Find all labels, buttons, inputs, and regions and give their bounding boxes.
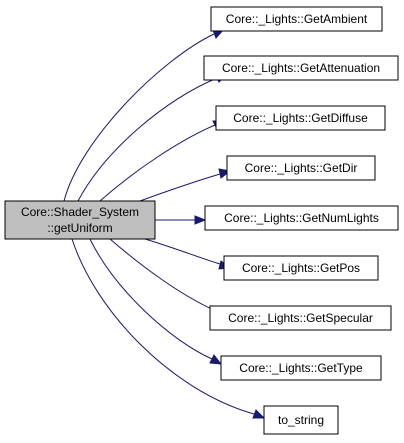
callee-node-label: Core::_Lights::GetDir	[245, 161, 358, 175]
callee-node-box	[215, 105, 386, 131]
edge-getattenuation	[77, 73, 229, 202]
edge-line	[139, 173, 221, 202]
edge-gettype	[89, 238, 223, 365]
edge-arrowhead	[252, 409, 266, 419]
source-node: Core::Shader_System ::getUniform	[4, 200, 156, 240]
edge-getspecular	[109, 238, 227, 317]
callee-node-getdiffuse[interactable]: Core::_Lights::GetDiffuse	[215, 105, 386, 131]
callee-node-box	[204, 205, 399, 231]
callee-node-getpos[interactable]: Core::_Lights::GetPos	[223, 255, 379, 281]
source-node-label-line1: Core::Shader_System	[21, 205, 139, 219]
edge-line	[63, 33, 215, 202]
edge-arrowhead	[194, 215, 207, 225]
callee-node-getspecular[interactable]: Core::_Lights::GetSpecular	[209, 305, 392, 331]
edge-getdir	[139, 168, 232, 202]
callee-node-label: Core::_Lights::GetType	[239, 361, 363, 375]
callee-node-gettype[interactable]: Core::_Lights::GetType	[220, 355, 382, 381]
callee-node-box	[209, 305, 392, 331]
callee-node-label: to_string	[278, 413, 324, 427]
callee-node-getambient[interactable]: Core::_Lights::GetAmbient	[210, 6, 383, 32]
callee-node-box	[210, 6, 383, 32]
source-node-box	[4, 200, 156, 240]
edge-arrowhead	[209, 354, 223, 365]
callee-node-label: Core::_Lights::GetAmbient	[226, 12, 368, 26]
edge-getdiffuse	[99, 120, 227, 202]
callee-node-label: Core::_Lights::GetSpecular	[228, 311, 373, 325]
callee-node-getdir[interactable]: Core::_Lights::GetDir	[226, 155, 376, 181]
callee-node-label: Core::_Lights::GetPos	[242, 261, 360, 275]
edge-getpos	[144, 238, 232, 270]
edge-line	[71, 238, 255, 415]
callee-node-label: Core::_Lights::GetNumLights	[224, 211, 379, 225]
edge-line	[109, 238, 217, 312]
callee-node-to-string[interactable]: to_string	[263, 405, 339, 435]
callee-node-label: Core::_Lights::GetDiffuse	[233, 111, 368, 125]
edge-line	[77, 77, 218, 202]
callee-node-box	[203, 55, 399, 81]
edge-line	[144, 238, 221, 265]
edge-line	[99, 124, 216, 202]
edge-getambient	[63, 28, 226, 202]
callee-node-box	[263, 405, 339, 435]
edge-to-string	[71, 238, 266, 419]
callee-node-box	[223, 255, 379, 281]
edge-line	[89, 238, 213, 360]
callee-node-box	[220, 355, 382, 381]
source-node-label-line2: ::getUniform	[47, 221, 112, 235]
callee-node-label: Core::_Lights::GetAttenuation	[222, 61, 380, 75]
callee-node-box	[226, 155, 376, 181]
callee-nodes: Core::_Lights::GetAmbient Core::_Lights:…	[203, 6, 399, 435]
callee-node-getnumlights[interactable]: Core::_Lights::GetNumLights	[204, 205, 399, 231]
callee-node-getattenuation[interactable]: Core::_Lights::GetAttenuation	[203, 55, 399, 81]
edge-getnumlights	[155, 215, 207, 225]
